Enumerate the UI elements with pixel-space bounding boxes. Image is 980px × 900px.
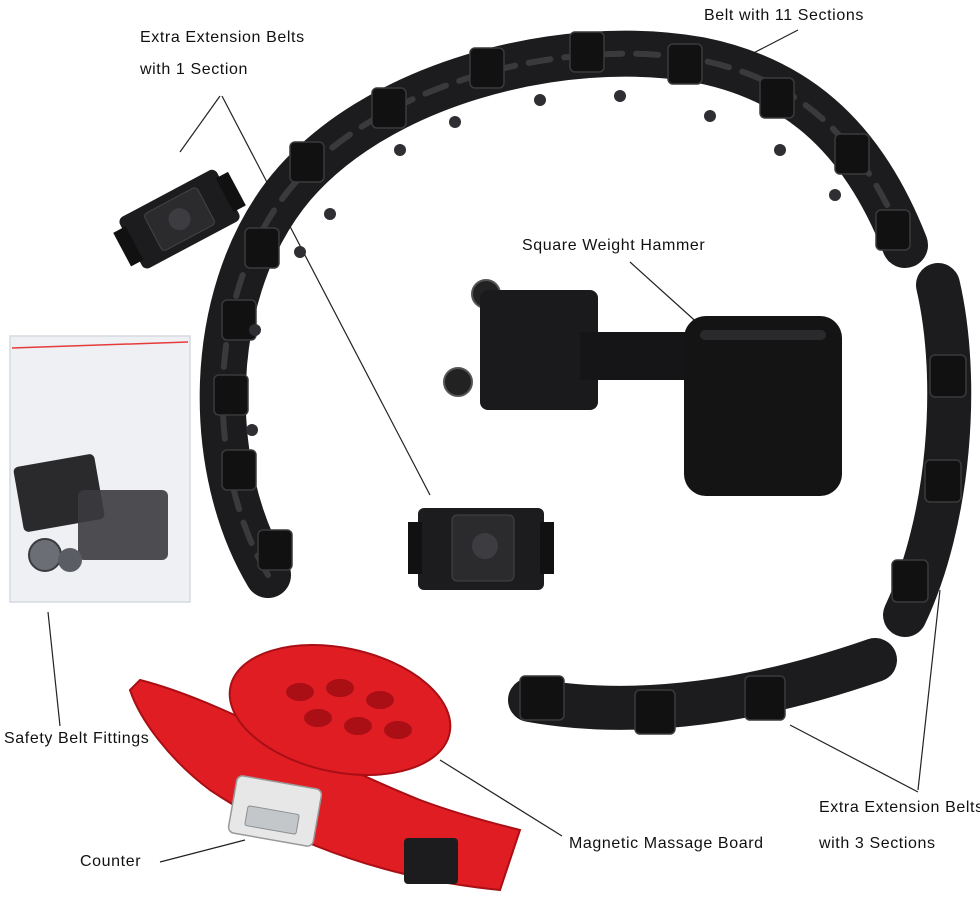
label-square-weight-hammer: Square Weight Hammer — [522, 237, 706, 254]
leader-ext-3-b — [789, 724, 919, 793]
leader-lines — [47, 29, 941, 863]
red-counter-assembly — [128, 644, 522, 892]
ext-belt-1-section-top — [113, 169, 246, 269]
belt-11-sections — [199, 30, 928, 598]
safety-belt-fittings-bag — [9, 335, 191, 603]
label-belt-11-sections: Belt with 11 Sections — [704, 7, 864, 24]
leader-ext-1-b — [221, 95, 431, 496]
ext-belt-1-section-center — [408, 508, 554, 590]
leader-massage-board — [439, 759, 563, 837]
label-ext-3-line1: Extra Extension Belts — [819, 799, 980, 816]
magnet-board-icon — [286, 679, 412, 739]
belt-section-clips — [213, 31, 911, 571]
ext-belt-3-sections-bottom — [508, 638, 897, 735]
belt-magnet-dots — [246, 90, 841, 436]
ext-belt-3-sections-right — [883, 263, 972, 637]
label-counter: Counter — [80, 853, 142, 870]
label-ext-1-line2: with 1 Section — [140, 61, 249, 78]
leader-safety-fittings — [47, 611, 61, 727]
lcd-counter-icon — [227, 775, 323, 847]
label-ext-3-line2: with 3 Sections — [819, 835, 936, 852]
leader-ext-3-a — [917, 589, 941, 791]
leader-counter — [159, 839, 246, 863]
label-safety-belt-fittings: Safety Belt Fittings — [4, 730, 150, 747]
square-weight-hammer — [443, 279, 842, 496]
label-ext-1-line1: Extra Extension Belts — [140, 29, 305, 46]
label-magnetic-massage-board: Magnetic Massage Board — [569, 835, 764, 852]
leader-ext-1-a — [179, 95, 221, 153]
